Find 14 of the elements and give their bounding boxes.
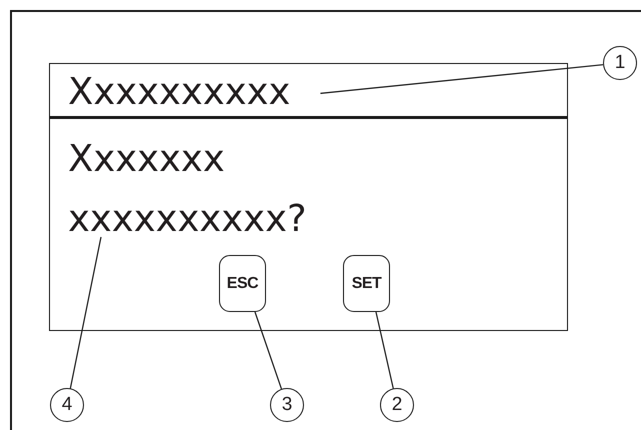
leader-line	[254, 312, 282, 390]
callout-number: 3	[270, 388, 304, 422]
leader-line	[70, 236, 102, 388]
key-button: SET	[343, 255, 390, 312]
callout-number: 2	[380, 388, 414, 422]
display-screen	[49, 63, 568, 331]
display-heading: Xxxxxxxxxx	[68, 73, 320, 110]
leader-line	[375, 312, 394, 389]
display-prompt: xxxxxxxxxx?	[68, 200, 307, 237]
callout-number: 4	[50, 388, 84, 422]
display-text: Xxxxxxx	[68, 140, 225, 177]
callout-number: 1	[603, 46, 637, 80]
leader-line	[320, 64, 604, 94]
key-button: ESC	[219, 255, 266, 312]
